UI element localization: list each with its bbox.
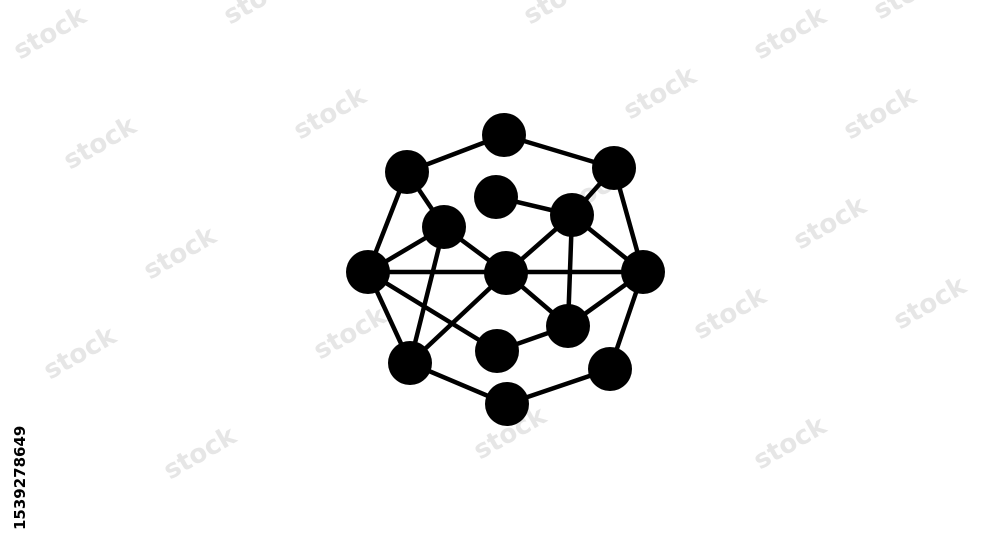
graph-edge	[407, 224, 447, 366]
graph-node-inner-top	[474, 175, 518, 219]
image-id-text: 1539278649	[11, 426, 29, 530]
graph-node-lower-left	[388, 341, 432, 385]
graph-node-inner-lr	[546, 304, 590, 348]
image-id-label: 1539278649	[11, 426, 29, 530]
graph-edge	[365, 269, 500, 354]
graph-node-center	[484, 251, 528, 295]
graph-node-top	[482, 113, 526, 157]
graph-node-inner-bot	[475, 329, 519, 373]
graph-node-upper-left	[385, 150, 429, 194]
graph-node-right	[621, 250, 665, 294]
graph-node-inner-right	[550, 193, 594, 237]
graph-node-left	[346, 250, 390, 294]
graph-node-upper-right	[592, 146, 636, 190]
graph-node-bottom	[485, 382, 529, 426]
graph-node-lower-right	[588, 347, 632, 391]
graph-node-inner-left	[422, 205, 466, 249]
